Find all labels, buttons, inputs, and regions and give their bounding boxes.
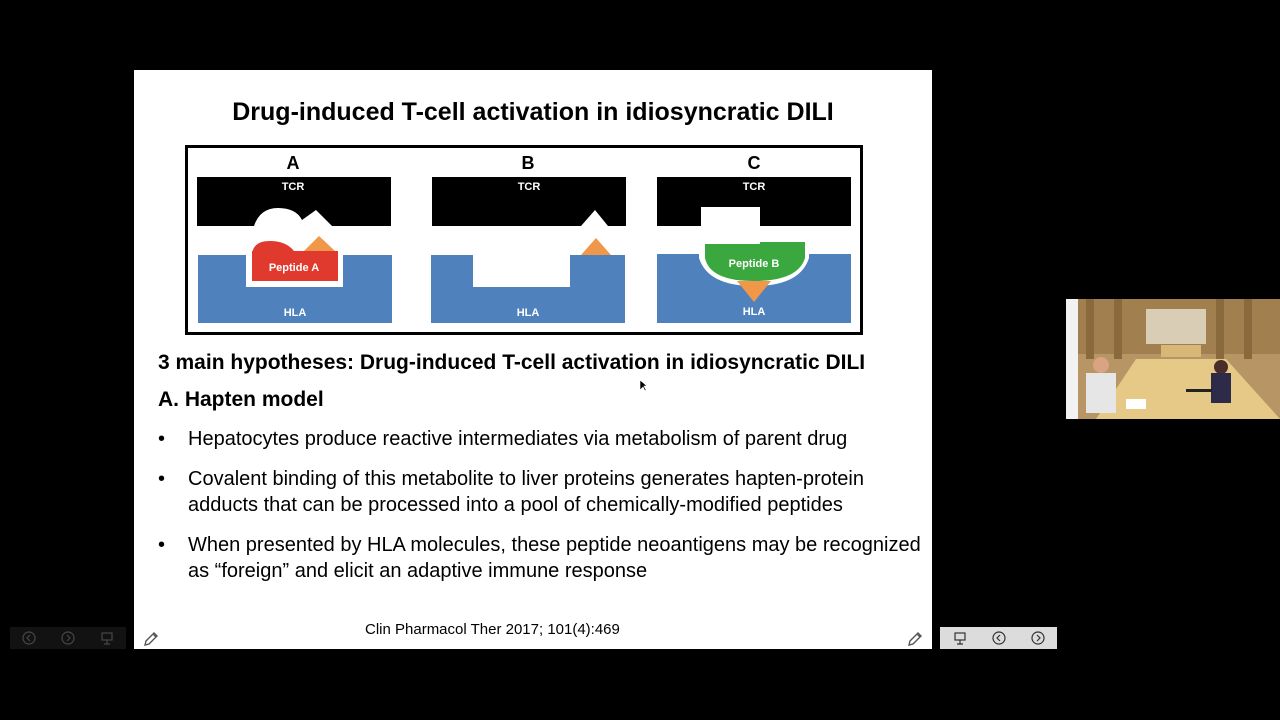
slide-controls bbox=[940, 627, 1057, 649]
pencil-icon[interactable] bbox=[142, 630, 160, 648]
panel-c-letter: C bbox=[748, 153, 761, 173]
panel-c-tcr-label: TCR bbox=[743, 181, 766, 193]
slide: Drug-induced T-cell activation in idiosy… bbox=[134, 70, 932, 649]
panel-b-hla-groove bbox=[473, 255, 570, 287]
panel-b-tcr-label: TCR bbox=[518, 181, 541, 193]
panel-c-tcr-notch bbox=[701, 207, 760, 226]
panel-b-letter: B bbox=[522, 153, 535, 173]
previous-icon[interactable] bbox=[18, 627, 40, 649]
panel-a-hla-label: HLA bbox=[284, 307, 307, 319]
bullet-item: • Hepatocytes produce reactive intermedi… bbox=[158, 426, 928, 453]
panel-c-peptide-label: Peptide B bbox=[729, 258, 780, 270]
slide-title: Drug-induced T-cell activation in idiosy… bbox=[232, 98, 834, 126]
presentation-icon[interactable] bbox=[96, 627, 118, 649]
citation: Clin Pharmacol Ther 2017; 101(4):469 bbox=[365, 621, 620, 638]
hypotheses-heading: 3 main hypotheses: Drug-induced T-cell a… bbox=[158, 351, 866, 374]
webcam-video[interactable] bbox=[1066, 299, 1280, 419]
panel-a-tcr-label: TCR bbox=[282, 181, 305, 193]
bullet-marker: • bbox=[158, 533, 166, 556]
panel-b: B TCR HLA bbox=[431, 153, 626, 323]
bullet-item: • Covalent binding of this metabolite to… bbox=[158, 466, 928, 519]
panel-a-peptide-label: Peptide A bbox=[269, 262, 319, 274]
hypotheses-figure: A TCR Peptide A HLA B TCR bbox=[185, 145, 863, 335]
bullet-text: Hepatocytes produce reactive intermediat… bbox=[188, 428, 848, 450]
panel-c: C TCR Peptide B HLA bbox=[657, 153, 851, 323]
presentation-icon[interactable] bbox=[949, 627, 971, 649]
panel-b-hla-label: HLA bbox=[517, 307, 540, 319]
panel-b-drug bbox=[581, 238, 611, 255]
mouse-cursor-icon bbox=[639, 379, 648, 397]
bullet-list: • Hepatocytes produce reactive intermedi… bbox=[158, 426, 928, 598]
bullet-text: When presented by HLA molecules, these p… bbox=[188, 533, 921, 583]
pencil-icon[interactable] bbox=[906, 630, 924, 648]
panel-c-drug bbox=[737, 281, 771, 302]
panel-b-tcr-notch bbox=[581, 210, 608, 226]
left-slide-controls bbox=[10, 627, 126, 649]
panel-c-hla-label: HLA bbox=[743, 306, 766, 318]
panel-a-tcr-notch bbox=[254, 208, 332, 226]
model-heading: A. Hapten model bbox=[158, 388, 324, 411]
panel-a-letter: A bbox=[287, 153, 300, 173]
bullet-text: Covalent binding of this metabolite to l… bbox=[188, 467, 864, 517]
next-icon[interactable] bbox=[57, 627, 79, 649]
panel-a-drug bbox=[304, 236, 335, 251]
panel-a: A TCR Peptide A HLA bbox=[197, 153, 392, 323]
bullet-item: • When presented by HLA molecules, these… bbox=[158, 532, 928, 585]
panel-c-peptide bbox=[705, 242, 805, 281]
next-icon[interactable] bbox=[1027, 627, 1049, 649]
previous-icon[interactable] bbox=[988, 627, 1010, 649]
bullet-marker: • bbox=[158, 467, 166, 490]
bullet-marker: • bbox=[158, 428, 166, 450]
